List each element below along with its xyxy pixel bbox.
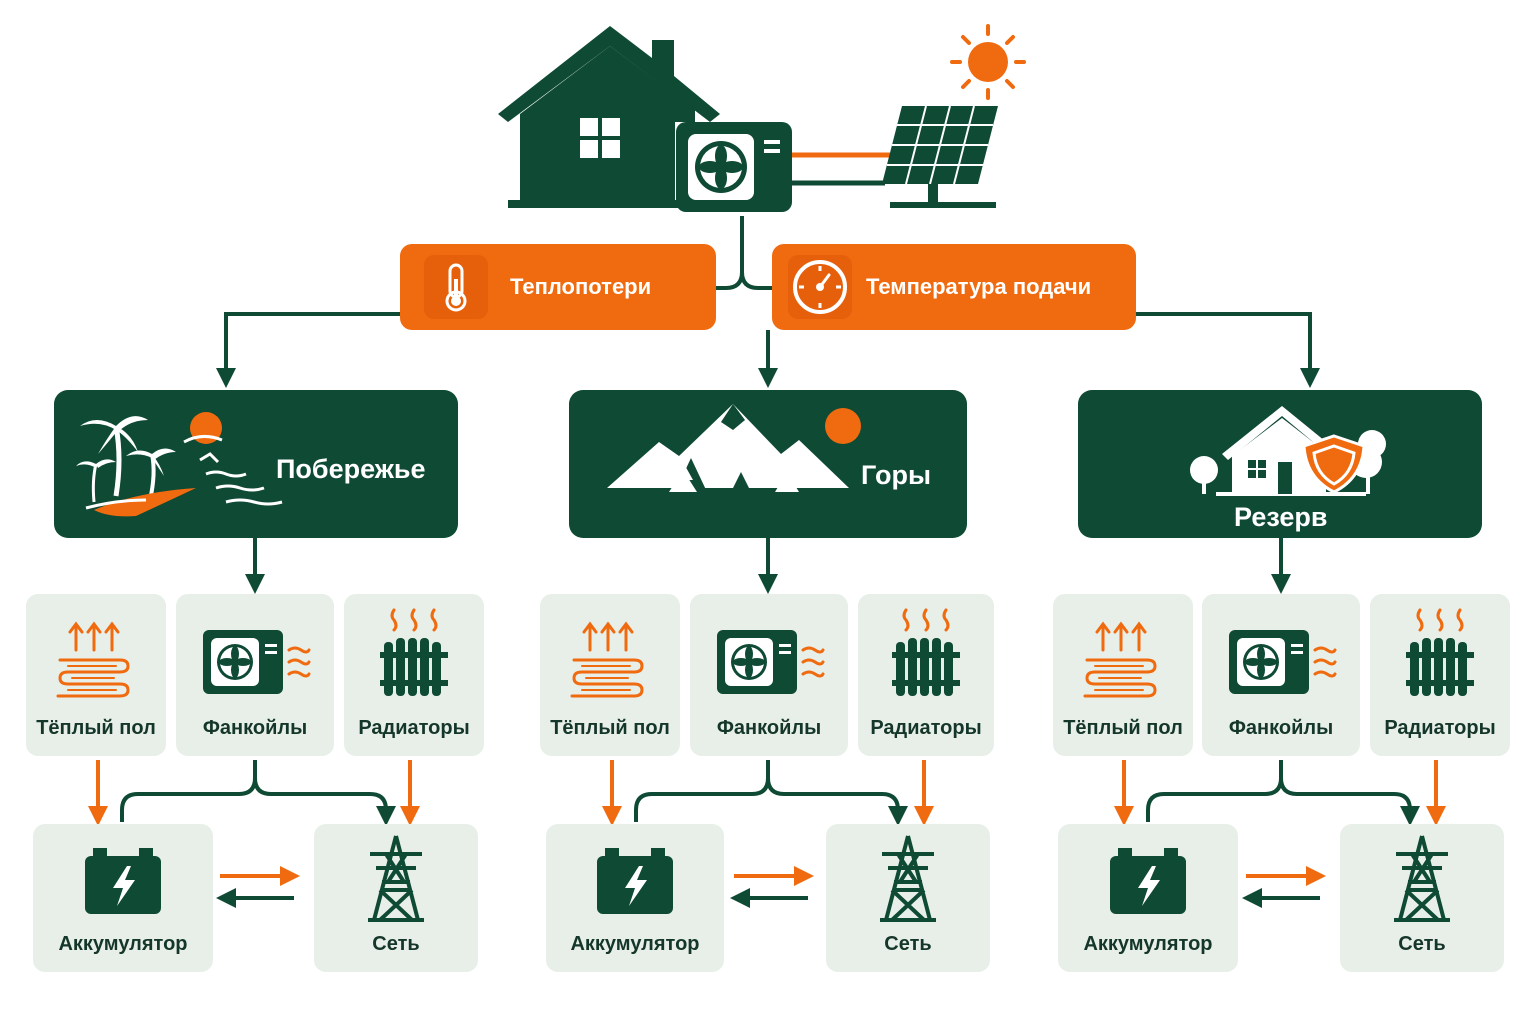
emitter-card-fancoil: Фанкойлы [1202,594,1360,756]
emitter-card-radiator: Радиаторы [1370,594,1510,756]
palm-beach-icon [76,412,283,517]
factor-supply-temp: Температура подачи [772,244,1136,330]
emitter-label: Фанкойлы [202,717,308,739]
power-tower-icon [368,835,424,922]
emitter-card-fancoil: Фанкойлы [690,594,848,756]
emitter-label: Тёплый пол [550,717,670,739]
storage-label: Сеть [884,933,932,955]
battery-icon [597,848,673,914]
radiator-icon [1406,608,1474,696]
battery-icon [85,848,161,914]
fancoil-icon [1229,630,1337,694]
emitter-card-underfloor: Тёплый пол [540,594,680,756]
emitter-label: Тёплый пол [36,717,156,739]
storage-card-grid: Сеть [826,824,990,972]
emitter-label: Радиаторы [870,717,982,739]
gauge-icon [788,255,852,319]
storage-label: Сеть [1398,933,1446,955]
house-heat-pump-icon [498,24,1026,212]
power-tower-icon [880,835,936,922]
underfloor-heating-icon [56,621,130,698]
radiator-icon [892,608,960,696]
storage-card-battery: Аккумулятор [546,824,724,972]
underfloor-heating-icon [1083,621,1157,698]
emitter-label: Фанкойлы [716,717,822,739]
storage-label: Аккумулятор [570,933,700,955]
storage-label: Аккумулятор [58,933,188,955]
underfloor-heating-icon [570,621,644,698]
battery-icon [1110,848,1186,914]
emitter-label: Тёплый пол [1063,717,1183,739]
storage-card-battery: Аккумулятор [33,824,213,972]
emitter-card-underfloor: Тёплый пол [26,594,166,756]
emitter-label: Фанкойлы [1228,717,1334,739]
mountains-icon [607,404,861,492]
emitter-label: Радиаторы [358,717,470,739]
house-shield-icon [1190,406,1386,496]
storage-card-grid: Сеть [314,824,478,972]
emitter-card-radiator: Радиаторы [344,594,484,756]
region-label: Резерв [1234,502,1328,532]
region-mountains: Горы [569,390,967,538]
power-tower-icon [1394,835,1450,922]
factor-heat-loss: Теплопотери [400,244,716,330]
storage-card-battery: Аккумулятор [1058,824,1238,972]
emitter-card-fancoil: Фанкойлы [176,594,334,756]
region-label: Побережье [276,454,426,484]
region-reserve: Резерв [1078,390,1482,538]
emitter-card-radiator: Радиаторы [858,594,994,756]
radiator-icon [380,608,448,696]
thermometer-icon [424,255,488,319]
storage-label: Сеть [372,933,420,955]
region-coast: Побережье [54,390,458,538]
factor-label: Теплопотери [510,274,652,299]
storage-label: Аккумулятор [1083,933,1213,955]
emitter-card-underfloor: Тёплый пол [1053,594,1193,756]
fancoil-icon [203,630,311,694]
storage-card-grid: Сеть [1340,824,1504,972]
fancoil-icon [717,630,825,694]
region-label: Горы [861,460,932,490]
factor-label: Температура подачи [866,274,1092,299]
emitter-label: Радиаторы [1384,717,1496,739]
